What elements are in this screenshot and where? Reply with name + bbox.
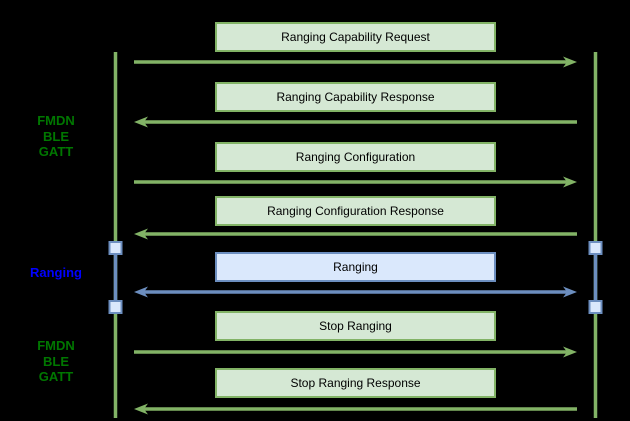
activation-marker-left-bottom <box>108 300 123 314</box>
phase-label-ranging: Ranging <box>30 265 82 280</box>
arrow-ranging-bidirectional <box>134 286 577 298</box>
arrow-stop-ranging <box>134 346 577 358</box>
message-box-ranging: Ranging <box>215 252 496 282</box>
phase-label-fmdn-ble-gatt-bottom: FMDN BLE GATT <box>37 338 75 384</box>
message-box-ranging-capability-request: Ranging Capability Request <box>215 22 496 52</box>
arrowhead-right-icon <box>563 286 577 298</box>
activation-marker-right-bottom <box>588 300 603 314</box>
message-box-ranging-capability-response: Ranging Capability Response <box>215 82 496 112</box>
phase-label-fmdn-ble-gatt-top: FMDN BLE GATT <box>37 113 75 159</box>
arrow-ranging-capability-response <box>134 116 577 128</box>
arrowhead-left-icon <box>134 286 148 298</box>
activation-marker-left-top <box>108 241 123 255</box>
arrow-ranging-configuration-response <box>134 228 577 240</box>
arrowhead-left-icon <box>134 403 148 415</box>
arrowhead-right-icon <box>563 176 577 188</box>
message-box-ranging-configuration: Ranging Configuration <box>215 142 496 172</box>
activation-marker-right-top <box>588 241 603 255</box>
arrow-ranging-capability-request <box>134 56 577 68</box>
arrowhead-right-icon <box>563 56 577 68</box>
message-box-ranging-configuration-response: Ranging Configuration Response <box>215 196 496 226</box>
arrow-stop-ranging-response <box>134 403 577 415</box>
message-box-stop-ranging-response: Stop Ranging Response <box>215 368 496 398</box>
arrowhead-right-icon <box>563 346 577 358</box>
arrowhead-left-icon <box>134 228 148 240</box>
message-box-stop-ranging: Stop Ranging <box>215 311 496 341</box>
arrow-ranging-configuration <box>134 176 577 188</box>
arrowhead-left-icon <box>134 116 148 128</box>
